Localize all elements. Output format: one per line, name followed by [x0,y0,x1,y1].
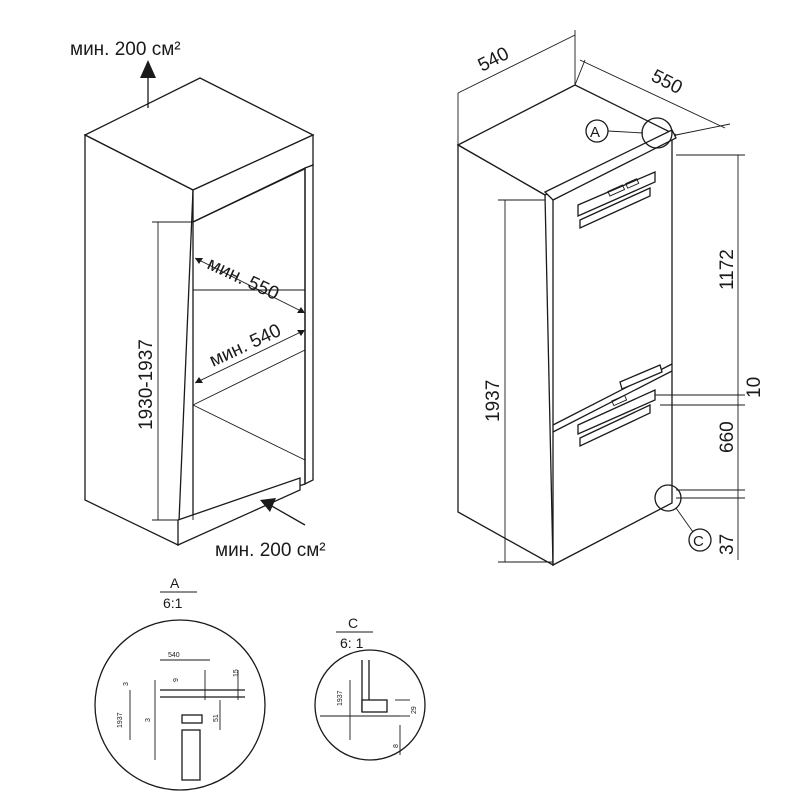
niche-depth-label: мин. 550 [204,253,282,304]
detail-c-dim-8: 8 [393,744,400,748]
appliance-body [456,84,678,567]
lower-section-label: 660 [717,421,738,453]
niche-height-label: 1930-1937 [136,339,157,430]
vent-top-label: мин. 200 см² [70,39,181,60]
niche-height-dimension [152,221,193,521]
detail-a-circle [94,619,266,791]
vent-bottom-arrow [260,498,306,526]
detail-c-dim-29: 29 [411,706,418,714]
lower-hinge-bracket [577,364,663,448]
callout-a-label: A [590,124,600,141]
detail-c-title: C [348,615,358,631]
detail-a-dim-15: 15 [233,669,240,677]
gap-label: 10 [744,377,765,398]
detail-c-scale: 6: 1 [340,635,364,651]
niche-width-dimension [194,329,306,384]
bottom-offset-label: 37 [717,534,738,555]
detail-a-scale: 6:1 [163,595,183,611]
callout-c-label: C [693,533,704,550]
detail-c-dim-1937: 1937 [337,690,344,706]
detail-a-dim-3b: 3 [145,718,152,722]
niche-cabinet [83,77,315,547]
niche-depth-dimension [194,257,306,314]
callout-a-marker [585,117,673,149]
detail-a-dim-3a: 3 [123,682,130,686]
appliance-height-label: 1937 [483,380,504,422]
appliance-depth-label: 550 [648,66,686,99]
appliance-width-label: 540 [475,43,513,76]
detail-a-dim-540: 540 [168,652,180,659]
detail-c-circle [314,649,426,761]
appliance-depth-dimension [574,59,731,136]
upper-section-label: 1172 [717,249,738,290]
appliance-height-dimension [498,199,553,563]
detail-a-title: A [170,575,180,591]
detail-a-dim-9: 9 [173,678,180,682]
appliance-width-dimension [457,30,576,145]
detail-a-dim-51: 51 [213,714,220,722]
detail-a-dim-1937: 1937 [117,712,124,728]
upper-hinge-bracket [577,171,656,230]
vent-top-arrow [140,60,156,108]
right-dimension-chain [655,154,745,560]
vent-bottom-label: мин. 200 см² [215,540,326,561]
callout-c-marker [654,484,712,552]
